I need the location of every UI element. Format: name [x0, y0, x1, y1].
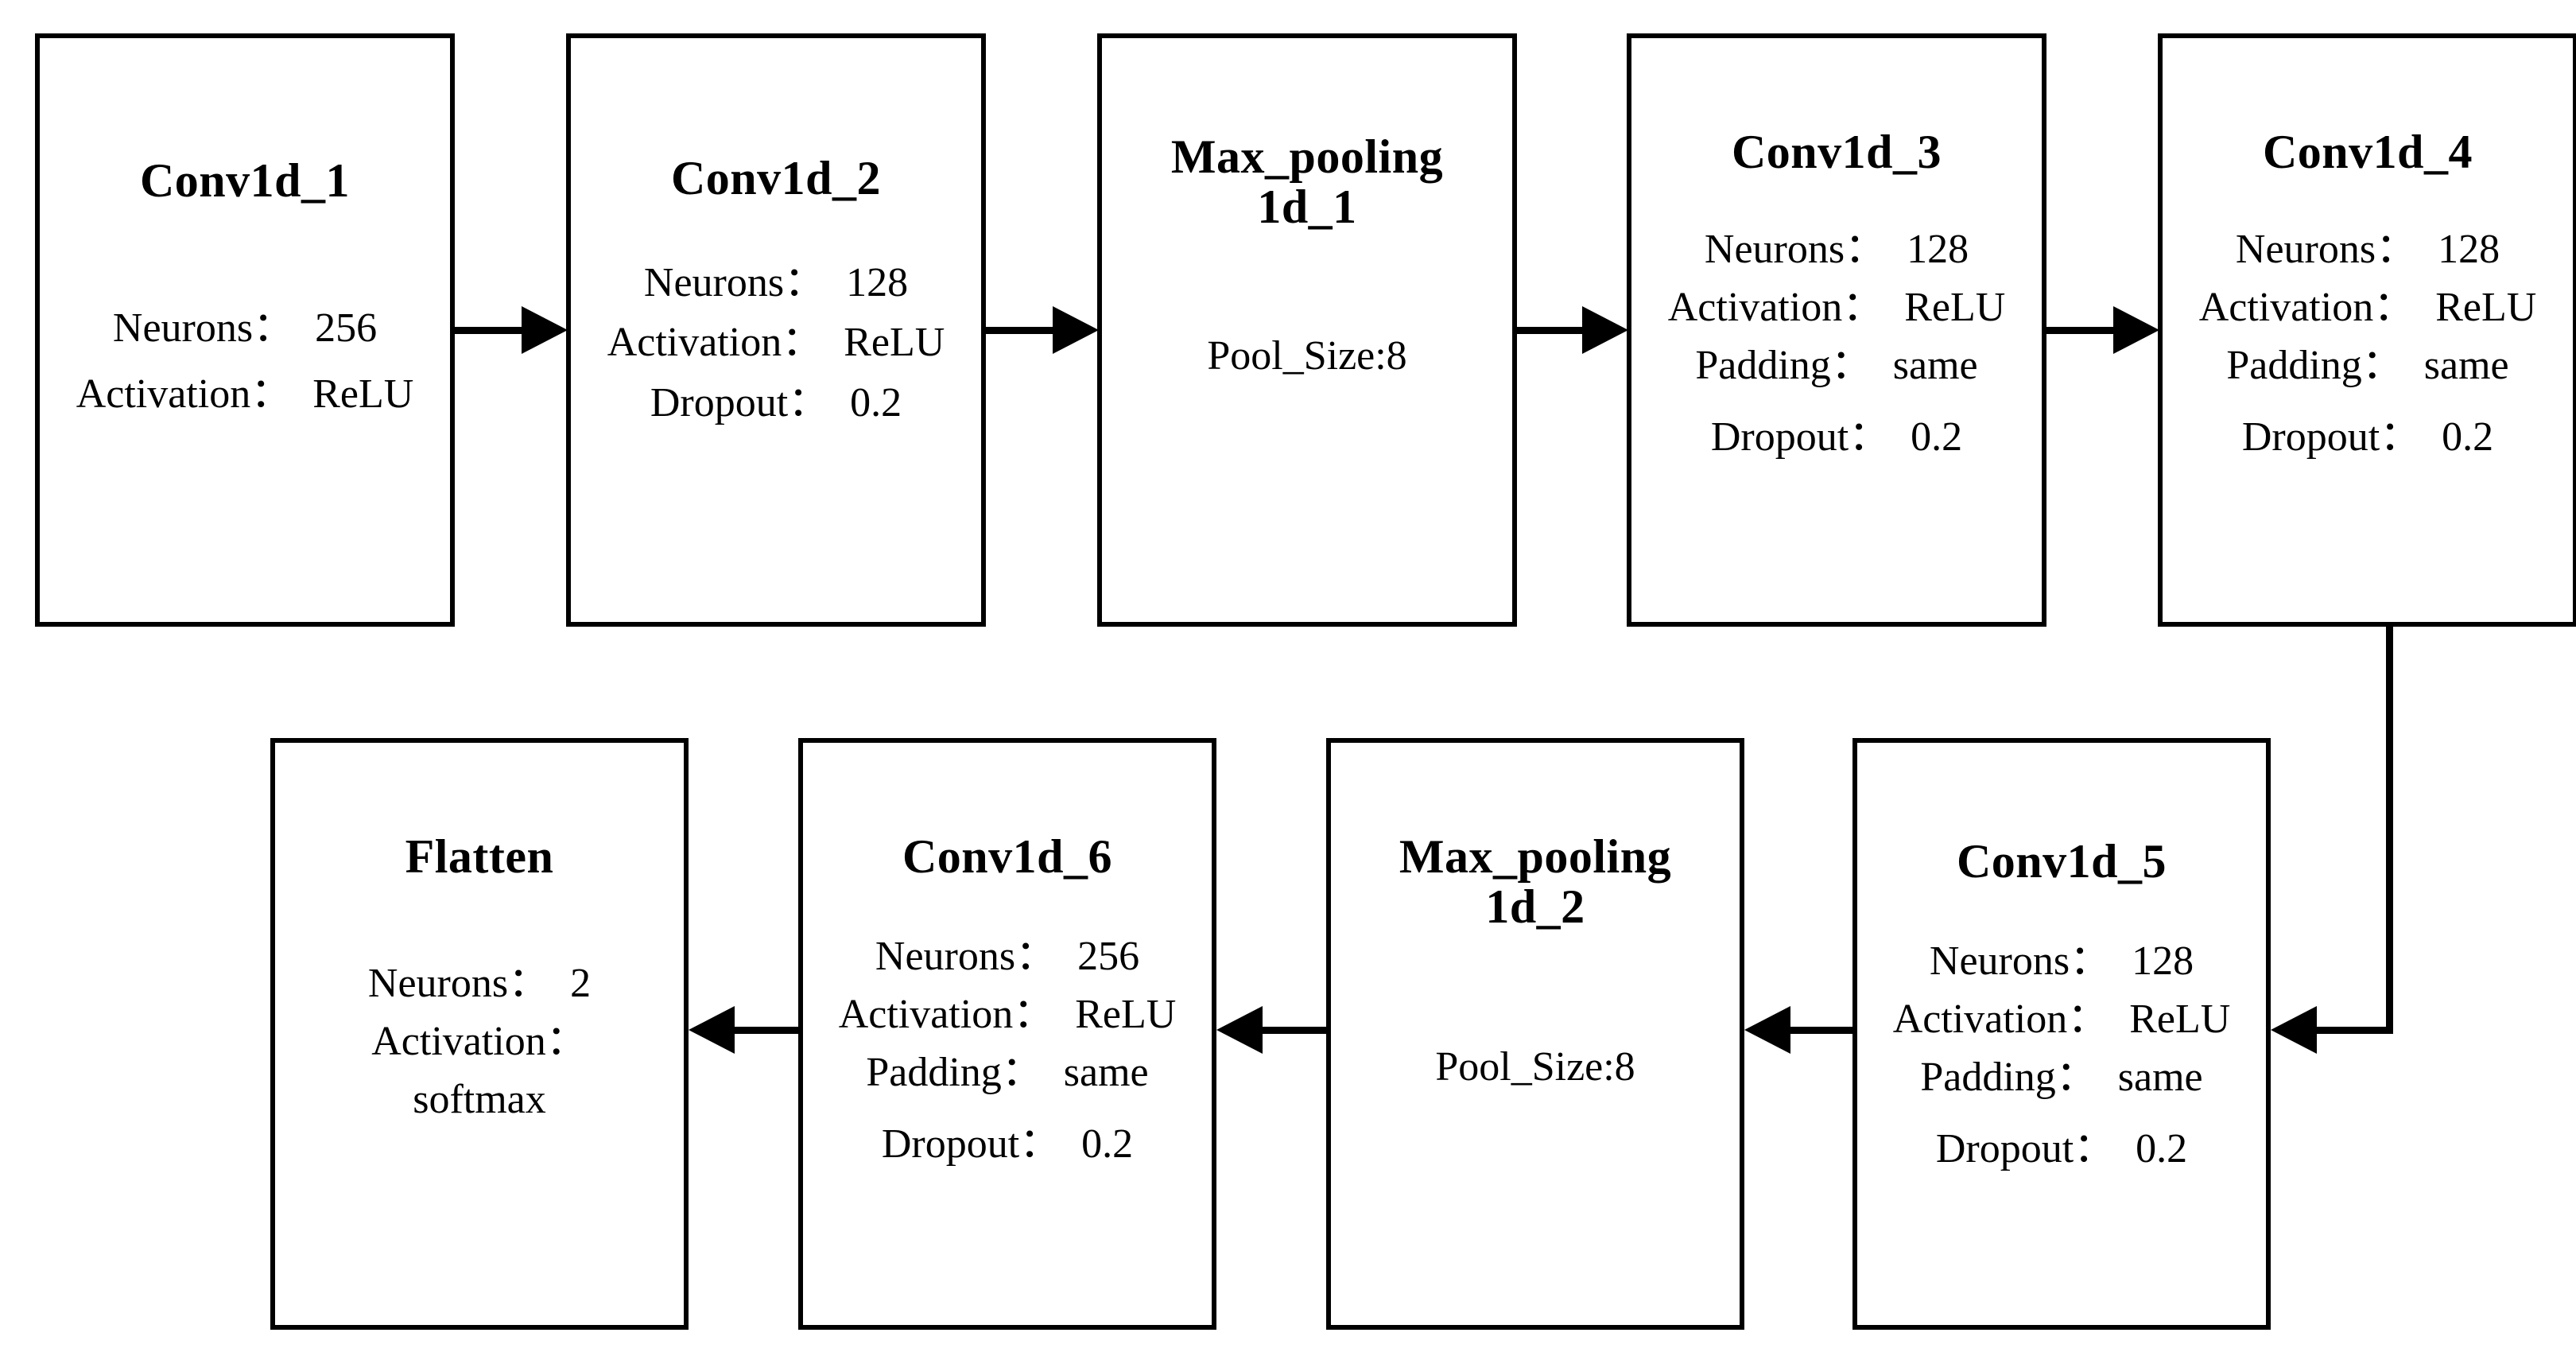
- node-line-neurons: Neurons： 128: [643, 260, 909, 305]
- node-conv1d-6[interactable]: Conv1d_6 Neurons： 256 Activation： ReLU P…: [798, 738, 1216, 1330]
- node-line-activation: Activation： ReLU: [76, 371, 414, 418]
- node-title: Conv1d_5: [1956, 835, 2167, 888]
- edge-conv1d-1-to-conv1d-2: [455, 327, 525, 334]
- node-conv1d-5[interactable]: Conv1d_5 Neurons： 128 Activation： ReLU P…: [1852, 738, 2271, 1330]
- node-body: Pool_Size:8: [1207, 329, 1406, 384]
- node-line-padding: Padding： same: [2226, 342, 2509, 388]
- edge-conv1d-2-to-max-pooling1d-1: [986, 327, 1054, 334]
- node-body: Neurons： 2 Activation： softmax: [368, 955, 591, 1129]
- edge-conv1d-6-to-flatten: [735, 1027, 801, 1034]
- node-line-dropout: Dropout： 0.2: [650, 379, 902, 425]
- arrowhead-conv1d-6-to-flatten: [689, 1006, 735, 1054]
- node-conv1d-4[interactable]: Conv1d_4 Neurons： 128 Activation： ReLU P…: [2158, 33, 2576, 627]
- node-line-activation: Activation： ReLU: [838, 991, 1177, 1037]
- node-line-dropout: Dropout： 0.2: [1710, 414, 1963, 460]
- node-line-activation: Activation： ReLU: [1892, 996, 2231, 1042]
- arrowhead-conv1d-2-to-max-pooling1d-1: [1053, 306, 1099, 354]
- node-body: Neurons： 128 Activation： ReLU Dropout： 0…: [607, 253, 945, 433]
- node-title: Conv1d_6: [902, 830, 1113, 883]
- node-line-neurons: Neurons： 128: [2235, 227, 2500, 272]
- node-line-neurons: Neurons： 128: [1704, 227, 1969, 272]
- node-title: Conv1d_3: [1731, 126, 1942, 178]
- node-conv1d-1[interactable]: Conv1d_1 Neurons： 256 Activation： ReLU: [35, 33, 455, 627]
- node-title: Conv1d_2: [670, 152, 882, 204]
- node-line-neurons: Neurons： 128: [1929, 938, 2194, 984]
- edge-conv1d-3-to-conv1d-4: [2046, 327, 2115, 334]
- node-line-activation: Activation：: [371, 1018, 588, 1064]
- edge-conv1d-5-to-max-pooling1d-2: [1790, 1027, 1856, 1034]
- node-title: Max_pooling 1d_1: [1170, 130, 1444, 233]
- arrowhead-max-pooling1d-2-to-conv1d-6: [1216, 1006, 1263, 1054]
- node-line-activation: Activation： ReLU: [2198, 284, 2537, 330]
- node-title: Conv1d_4: [2262, 126, 2473, 178]
- node-line-neurons: Neurons： 256: [875, 934, 1140, 979]
- edge-max-pooling1d-2-to-conv1d-6: [1263, 1027, 1329, 1034]
- node-body: Neurons： 256 Activation： ReLU: [76, 295, 414, 427]
- node-max-pooling1d-2[interactable]: Max_pooling 1d_2 Pool_Size:8: [1326, 738, 1744, 1330]
- node-line-pool-size: Pool_Size:8: [1207, 333, 1407, 379]
- node-conv1d-2[interactable]: Conv1d_2 Neurons： 128 Activation： ReLU D…: [566, 33, 986, 627]
- arrowhead-conv1d-3-to-conv1d-4: [2113, 306, 2159, 354]
- node-line-padding: Padding： same: [1920, 1054, 2203, 1100]
- node-line-padding: Padding： same: [866, 1049, 1149, 1095]
- node-title: Flatten: [405, 830, 554, 883]
- node-flatten[interactable]: Flatten Neurons： 2 Activation： softmax: [270, 738, 689, 1330]
- node-body: Neurons： 128 Activation： ReLU Padding： s…: [1893, 933, 2231, 1179]
- node-line-neurons: Neurons： 256: [112, 305, 378, 351]
- node-line-dropout: Dropout： 0.2: [1935, 1126, 2188, 1172]
- node-body: Neurons： 128 Activation： ReLU Padding： s…: [1668, 221, 2006, 467]
- node-line-padding: Padding： same: [1695, 342, 1978, 388]
- edge-max-pooling1d-1-to-conv1d-3: [1517, 327, 1584, 334]
- arrowhead-conv1d-5-to-max-pooling1d-2: [1744, 1006, 1790, 1054]
- node-line-dropout: Dropout： 0.2: [881, 1121, 1134, 1167]
- node-body: Pool_Size:8: [1435, 1040, 1635, 1095]
- node-line-activation: Activation： ReLU: [607, 320, 945, 366]
- node-line-dropout: Dropout： 0.2: [2241, 414, 2494, 460]
- arrowhead-conv1d-4-to-conv1d-5: [2271, 1006, 2317, 1054]
- node-body: Neurons： 256 Activation： ReLU Padding： s…: [839, 928, 1177, 1174]
- node-title: Conv1d_1: [139, 154, 351, 207]
- node-line-activation-value: softmax: [413, 1076, 546, 1122]
- node-max-pooling1d-1[interactable]: Max_pooling 1d_1 Pool_Size:8: [1097, 33, 1517, 627]
- edge-conv1d-4-to-conv1d-5-vertical: [2386, 627, 2393, 1030]
- node-line-pool-size: Pool_Size:8: [1435, 1044, 1635, 1090]
- node-conv1d-3[interactable]: Conv1d_3 Neurons： 128 Activation： ReLU P…: [1627, 33, 2046, 627]
- node-title: Max_pooling 1d_2: [1399, 830, 1672, 933]
- node-line-activation: Activation： ReLU: [1667, 284, 2006, 330]
- node-line-neurons: Neurons： 2: [367, 961, 592, 1006]
- arrowhead-conv1d-1-to-conv1d-2: [522, 306, 568, 354]
- arrowhead-max-pooling1d-1-to-conv1d-3: [1582, 306, 1628, 354]
- node-body: Neurons： 128 Activation： ReLU Padding： s…: [2199, 221, 2537, 467]
- edge-conv1d-4-to-conv1d-5-horizontal: [2317, 1027, 2393, 1034]
